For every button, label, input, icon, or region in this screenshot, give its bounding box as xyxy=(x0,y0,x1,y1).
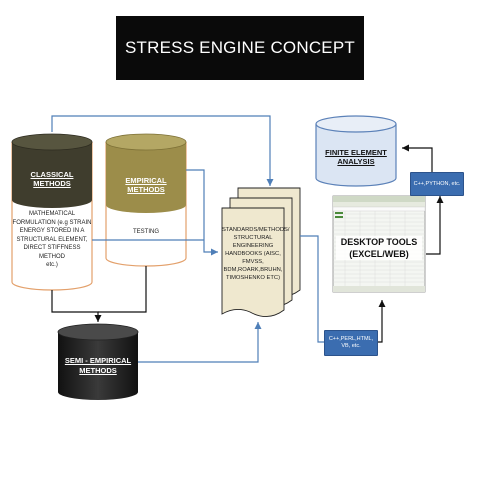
perl-lang-line: C++,PERL,HTML, xyxy=(328,336,374,342)
classical-body-line: MATHEMATICAL xyxy=(28,211,76,217)
python-lang-box: C++,PYTHON, etc. xyxy=(410,172,464,196)
desktop-tools-label: DESKTOP TOOLS (EXCEL/WEB) xyxy=(336,236,422,260)
fea-label-line: FINITE ELEMENT xyxy=(325,148,387,157)
perl-lang-box: C++,PERL,HTML, VB, etc. xyxy=(324,330,378,356)
diagram-title: STRESS ENGINE CONCEPT xyxy=(116,16,364,80)
standards-line: TIMOSHENKO ETC) xyxy=(225,275,281,281)
empirical-methods-label: EMPIRICAL METHODS xyxy=(125,176,167,194)
fea-label-line: ANALYSIS xyxy=(337,157,375,166)
classical-body-line: FORMULATION (e.g STRAIN xyxy=(12,219,92,226)
classical-body-line: DIRECT STIFFNESS METHOD xyxy=(23,245,81,260)
standards-line: HANDBOOKS (AISC, xyxy=(225,251,281,257)
semi-empirical-label-line: SEMI - EMPIRICAL xyxy=(64,356,132,365)
desktop-label-line: (EXCEL/WEB) xyxy=(349,249,409,259)
classical-body-line: ENERGY STORED IN A xyxy=(19,228,85,234)
semi-empirical-label: SEMI - EMPIRICAL METHODS xyxy=(58,356,138,376)
standards-document-stack xyxy=(221,187,301,317)
connector-semi-to-standards xyxy=(138,322,262,363)
finite-element-cylinder xyxy=(315,115,397,187)
connector-python-to-fea xyxy=(402,144,433,176)
empirical-methods-cylinder xyxy=(105,133,187,267)
standards-line: STANDARDS/METHODS/ xyxy=(222,227,290,233)
standards-line: BDM,ROARK,BRUHN, xyxy=(223,267,283,273)
finite-element-label: FINITE ELEMENT ANALYSIS xyxy=(316,148,396,166)
classical-methods-label: CLASSICAL METHODS xyxy=(30,170,74,188)
standards-line: FMVSS, xyxy=(242,259,264,265)
classical-body-line: etc.) xyxy=(46,262,58,268)
semi-empirical-label-line: METHODS xyxy=(79,366,117,375)
classical-body-line: STRUCTURAL ELEMENT, xyxy=(16,236,88,243)
classical-methods-cylinder xyxy=(11,133,93,291)
standards-text: STANDARDS/METHODS/ STRUCTURAL ENGINEERIN… xyxy=(222,226,290,282)
perl-lang-line: VB, etc. xyxy=(341,343,361,349)
desktop-label-line: DESKTOP TOOLS xyxy=(340,237,418,247)
standards-line: ENGINEERING xyxy=(232,243,274,249)
connector-top-loop xyxy=(51,115,274,186)
connector-standards-to-perl xyxy=(300,235,324,343)
connector-desktop-to-python xyxy=(426,196,444,255)
connector-perl-to-desktop xyxy=(376,300,386,343)
semi-empirical-cylinder xyxy=(57,323,139,400)
classical-methods-body: MATHEMATICAL FORMULATION (e.g STRAIN ENE… xyxy=(12,210,92,270)
empirical-methods-body: TESTING xyxy=(132,229,159,235)
standards-line: STRUCTURAL xyxy=(233,235,273,241)
connector-empirical-to-standards xyxy=(186,169,218,256)
connector-classical-to-semi xyxy=(51,266,147,322)
